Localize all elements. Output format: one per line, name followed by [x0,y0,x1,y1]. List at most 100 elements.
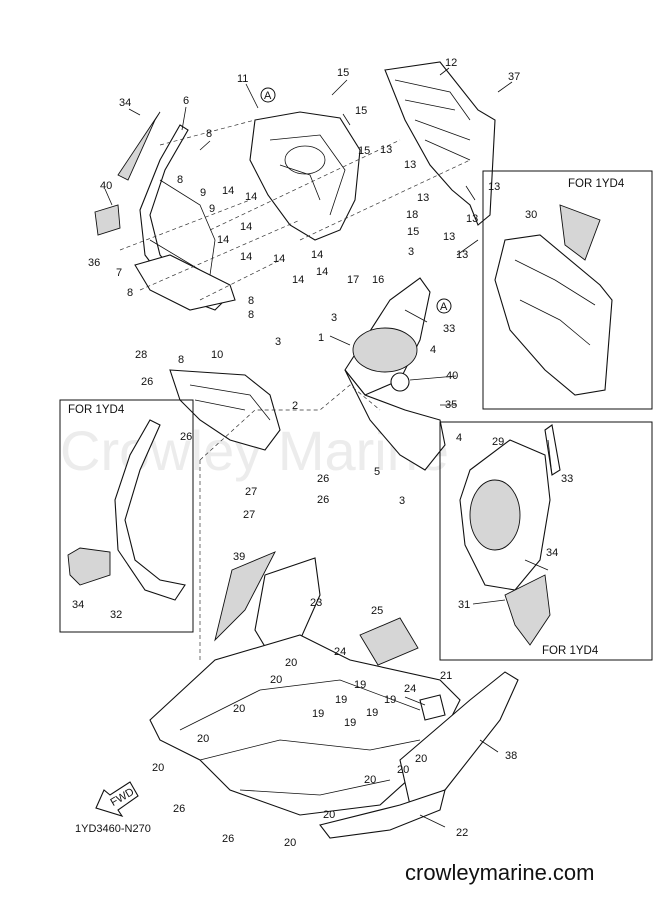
label-part-4: 4 [430,344,436,356]
label-part-10: 10 [211,349,223,361]
label-part-29: 29 [492,436,504,448]
label-part-40: 40 [100,180,112,192]
label-part-12: 12 [445,57,457,69]
callout-marker-a2: A [440,301,448,313]
middle-side-assembly [169,277,446,660]
callout-circle-a1 [260,87,276,103]
label-part-33b: 33 [561,473,573,485]
label-part-15d: 15 [407,226,419,238]
label-part-21: 21 [440,670,452,682]
label-part-20c: 20 [233,703,245,715]
label-part-26c: 26 [317,473,329,485]
label-part-38: 38 [505,750,517,762]
label-part-34c: 34 [546,547,558,559]
label-part-11: 11 [237,73,248,85]
label-part-14e: 14 [240,251,252,263]
label-part-13g: 13 [456,249,468,261]
label-part-40b: 40 [446,370,458,382]
label-part-17: 17 [347,274,359,286]
label-part-19c: 19 [312,708,324,720]
label-part-30: 30 [525,209,537,221]
lower-floor-assembly [149,551,519,839]
label-part-24b: 24 [404,683,416,695]
inset-top-right: FOR 1YD4 [482,170,653,410]
label-part-6: 6 [183,95,189,107]
label-part-14c: 14 [217,234,229,246]
part-number-labels: 1 2 3 3 3 3 4 4 5 6 7 8 8 8 8 8 8 9 9 10… [72,57,573,849]
label-part-7: 7 [116,267,122,279]
label-part-20e: 20 [152,762,164,774]
label-part-8e: 8 [248,309,254,321]
label-part-33: 33 [443,323,455,335]
inset-left-label: FOR 1YD4 [68,404,125,416]
panel-bracket [134,254,236,311]
label-part-23: 23 [310,597,322,609]
label-part-20d: 20 [197,733,209,745]
label-part-20b: 20 [270,674,282,686]
label-part-14: 14 [222,185,234,197]
side-panel-28 [169,369,281,451]
label-part-3c: 3 [408,246,414,258]
label-part-19b: 19 [335,694,347,706]
inset-left: FOR 1YD4 [59,399,194,633]
fwd-arrow-icon [95,781,139,817]
label-part-14b: 14 [245,191,257,203]
label-part-15c: 15 [358,145,370,157]
label-part-22: 22 [456,827,468,839]
label-part-13b: 13 [404,159,416,171]
label-part-27: 27 [245,486,257,498]
label-part-20i: 20 [323,809,335,821]
label-part-26b: 26 [180,431,192,443]
label-part-15: 15 [337,67,349,79]
callout-marker-a1: A [264,90,272,102]
label-part-32: 32 [110,609,122,621]
label-part-5: 5 [374,466,380,478]
label-part-26e: 26 [173,803,185,815]
footer-url: crowleymarine.com [405,860,595,885]
sticker-34-top [117,111,161,181]
label-part-39: 39 [233,551,245,563]
label-part-8d: 8 [248,295,254,307]
label-part-9b: 9 [209,203,215,215]
upper-cover-assembly [94,61,496,311]
label-part-3d: 3 [399,495,405,507]
inset-bottom-right-label: FOR 1YD4 [542,645,599,657]
label-part-37: 37 [508,71,520,83]
label-part-4b: 4 [456,432,462,444]
label-part-13c: 13 [488,181,500,193]
label-part-15b: 15 [355,105,367,117]
label-part-19e: 19 [366,707,378,719]
label-part-1: 1 [318,332,324,344]
label-part-20g: 20 [397,764,409,776]
front-panel-12 [384,61,496,226]
label-part-14f: 14 [273,253,285,265]
label-part-24: 24 [334,646,346,658]
sticker-39 [214,551,276,642]
callout-circle-a2 [436,298,452,314]
label-part-9: 9 [200,187,206,199]
bracket-21 [419,694,446,721]
label-part-13f: 13 [443,231,455,243]
label-part-13e: 13 [466,213,478,225]
handle-cover-11 [249,111,361,241]
label-part-2: 2 [292,400,298,412]
label-part-16: 16 [372,274,384,286]
sticker-40-left [94,204,121,236]
label-part-14i: 14 [316,266,328,278]
label-part-3: 3 [331,312,337,324]
inset-bottom-right: FOR 1YD4 [439,421,653,661]
label-part-14d: 14 [240,221,252,233]
label-part-13: 13 [380,144,392,156]
grommet-40 [390,372,410,392]
label-part-19d: 19 [344,717,356,729]
label-part-20: 20 [285,657,297,669]
panel-opening [352,327,418,373]
label-part-18: 18 [406,209,418,221]
label-part-26d: 26 [317,494,329,506]
label-part-27b: 27 [243,509,255,521]
label-part-8b: 8 [177,174,183,186]
label-part-36: 36 [88,257,100,269]
label-part-20h: 20 [415,753,427,765]
diagram-code: 1YD3460-N270 [75,823,151,835]
